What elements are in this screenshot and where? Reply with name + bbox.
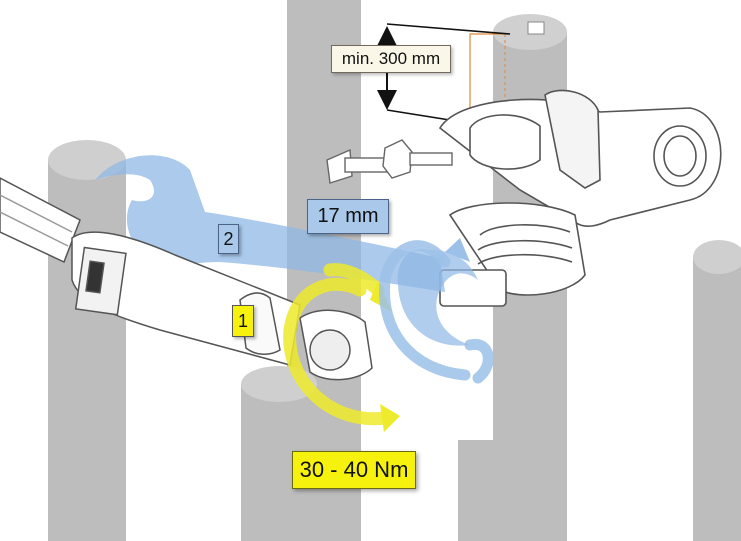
- min-distance-label: min. 300 mm: [331, 45, 451, 73]
- step-2-badge: 2: [218, 224, 239, 254]
- counter-rotation-arrow: [378, 240, 494, 384]
- step-1-badge: 1: [232, 305, 254, 337]
- torque-label: 30 - 40 Nm: [292, 451, 416, 489]
- rebar-lower-center: [458, 440, 526, 541]
- counter-rotation-arrowhead: [445, 238, 470, 262]
- rebar-coupler: [438, 89, 722, 307]
- rebar-left: [48, 140, 126, 541]
- torque-rotation-arrow: [283, 263, 392, 426]
- bolt-assembly: [326, 139, 453, 184]
- torque-rotation-arrowhead-2: [380, 404, 400, 432]
- rebar-right: [693, 240, 741, 541]
- wrench-size-label: 17 mm: [307, 199, 389, 234]
